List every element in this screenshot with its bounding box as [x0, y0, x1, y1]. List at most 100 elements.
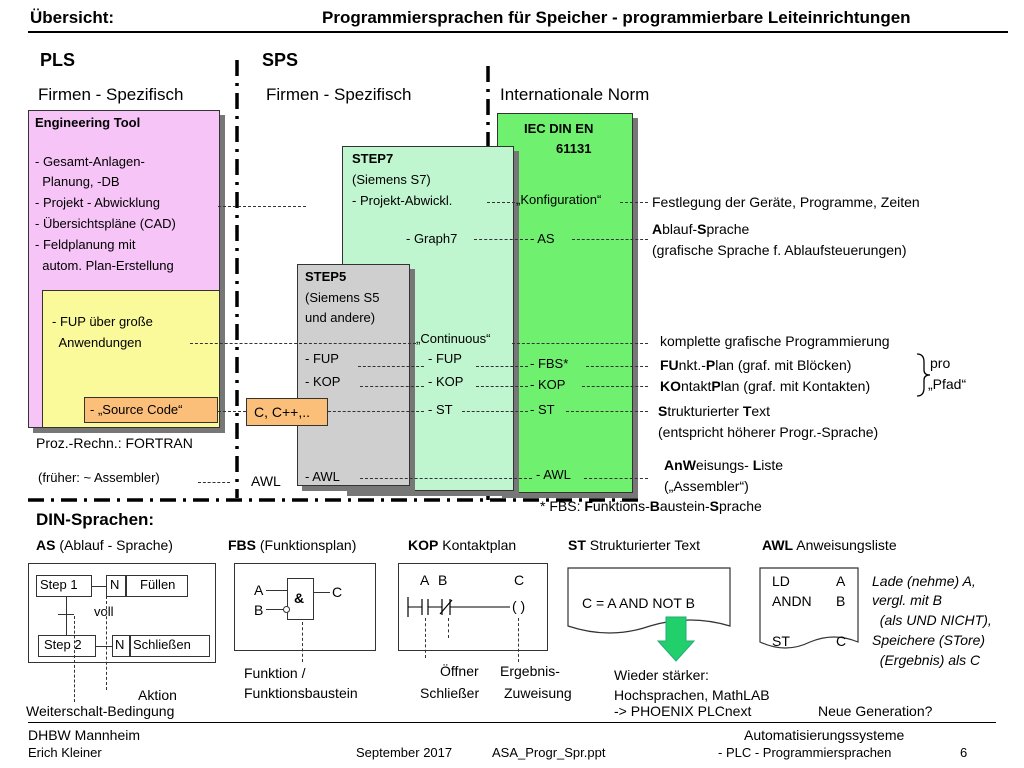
as-pointer-aktion [106, 596, 107, 690]
kop-schliesser: Schließer [420, 685, 480, 701]
desc-awl: AnWeisungs- Liste [664, 457, 784, 473]
assembler-label: (früher: ~ Assembler) [38, 470, 160, 485]
iec-box [497, 113, 633, 493]
connector [358, 366, 424, 367]
fbs-caption-2: Funktionsbaustein [244, 685, 358, 701]
awl-note-5: (Ergebnis) als C [872, 652, 981, 668]
st-wieder: Wieder stärker: [614, 667, 709, 683]
fbs-c: C [332, 584, 343, 600]
as-voll: voll [94, 604, 114, 619]
fup-line-1: - FUP über große [52, 314, 153, 329]
eng-item-4: - Übersichtspläne (CAD) [35, 216, 176, 231]
desc-st: Strukturierter Text [658, 403, 771, 419]
desc-st-detail: (entspricht höherer Progr.-Sprache) [658, 424, 879, 440]
awl-arg-2: B [836, 593, 846, 609]
kop-b: B [438, 572, 448, 588]
kop-ladder [407, 597, 510, 617]
awl-note-4: Speichere (STore) [872, 632, 986, 648]
desc-konfiguration: Festlegung der Geräte, Programme, Zeiten [652, 194, 920, 210]
kop-pointer-2 [448, 618, 449, 638]
fbs-a: A [254, 582, 264, 598]
kop-coil: ( ) [512, 598, 526, 614]
connector [360, 386, 424, 387]
header-left: Übersicht: [30, 8, 115, 27]
as-diagram-frame [28, 563, 216, 663]
fbs-b: B [254, 602, 264, 618]
fup-line-2: Anwendungen [52, 335, 142, 350]
fbs-output [314, 592, 330, 593]
connector [474, 239, 528, 240]
iec-st: - ST [530, 402, 555, 417]
fbs-pointer [302, 622, 303, 662]
desc-as: Ablauf-Sprache [652, 221, 750, 237]
step5-fup: - FUP [305, 351, 339, 366]
iec-number: 61131 [556, 141, 592, 156]
awl-op-3: ST [772, 633, 790, 649]
as-step1-box [36, 575, 92, 597]
header-rule [28, 31, 1008, 33]
step5-andere: und andere) [305, 310, 376, 325]
iec-fbs: - FBS* [530, 356, 569, 371]
desc-komplett: komplette grafische Programmierung [660, 333, 890, 349]
connector [582, 386, 648, 387]
iec-title: IEC DIN EN [524, 121, 594, 136]
fbs-caption-1: Funktion / [244, 665, 306, 681]
c-language-label: C, C++,.. [254, 404, 311, 420]
footer-topic: - PLC - Programmiersprachen [718, 745, 892, 760]
source-code-box [84, 397, 218, 423]
continuous-label: „Continuous“ [416, 331, 491, 346]
st-document-shape [567, 567, 731, 634]
connector [476, 366, 528, 367]
awl-note-3: (als UND NICHT), [872, 612, 992, 628]
st-hochsprachen: Hochsprachen, MathLAB [614, 687, 770, 703]
step7-graph7: - Graph7 [406, 231, 458, 246]
iec-konfiguration: „Konfiguration“ [516, 192, 602, 207]
fbs-and: & [294, 590, 305, 606]
connector [572, 239, 648, 240]
footer-course: Automatisierungssysteme [744, 727, 905, 743]
as-aktion: Aktion [138, 687, 177, 703]
connector [218, 411, 246, 412]
as-n2: N [115, 637, 125, 652]
awl-note-1: Lade (nehme) A, [872, 573, 976, 589]
connector [328, 411, 424, 412]
desc-awl-detail: („Assembler“) [664, 478, 749, 494]
step7-projekt: - Projekt-Abwickl. [352, 193, 453, 208]
step7-siemens: (Siemens S7) [352, 172, 431, 187]
din-as-heading: AS (Ablauf - Sprache) [36, 537, 173, 553]
connector [476, 386, 528, 387]
kop-ergebnis: Ergebnis- [500, 663, 560, 679]
iec-kop: - KOP [530, 377, 566, 392]
fbs-and-block [287, 578, 314, 620]
as-transition-line [66, 597, 67, 635]
kop-pointer-1 [425, 618, 426, 658]
as-link [96, 646, 112, 647]
eng-item-6: autom. Plan-Erstellung [35, 258, 174, 273]
connector [566, 411, 648, 412]
connector [360, 478, 532, 479]
eng-item-3: - Projekt - Abwicklung [35, 195, 160, 210]
footer-author: Erich Kleiner [28, 745, 102, 760]
kop-oeffner: Öffner [440, 663, 479, 679]
norm-subtitle: Internationale Norm [500, 85, 650, 104]
as-step2: Step 2 [44, 637, 82, 652]
st-phoenix: -> PHOENIX PLCnext [614, 703, 752, 719]
fbs-footnote: * FBS: Funktions-Baustein-Sprache [540, 498, 762, 514]
step7-kop: - KOP [428, 374, 464, 389]
pls-label: PLS [40, 50, 76, 70]
as-schliessen: Schließen [133, 637, 191, 652]
fbs-diagram-frame [234, 563, 376, 651]
footer-date: September 2017 [356, 745, 453, 760]
footer-file: ASA_Progr_Spr.ppt [492, 745, 606, 760]
awl-document-shape [759, 567, 859, 649]
connector [586, 366, 648, 367]
sps-label: SPS [262, 50, 299, 70]
connector [462, 411, 528, 412]
as-pointer-weiter [74, 616, 75, 702]
connector [190, 343, 416, 344]
as-transition-bar [58, 614, 74, 615]
step5-box [297, 264, 410, 486]
as-step2-box [38, 635, 96, 657]
connector [198, 482, 230, 483]
